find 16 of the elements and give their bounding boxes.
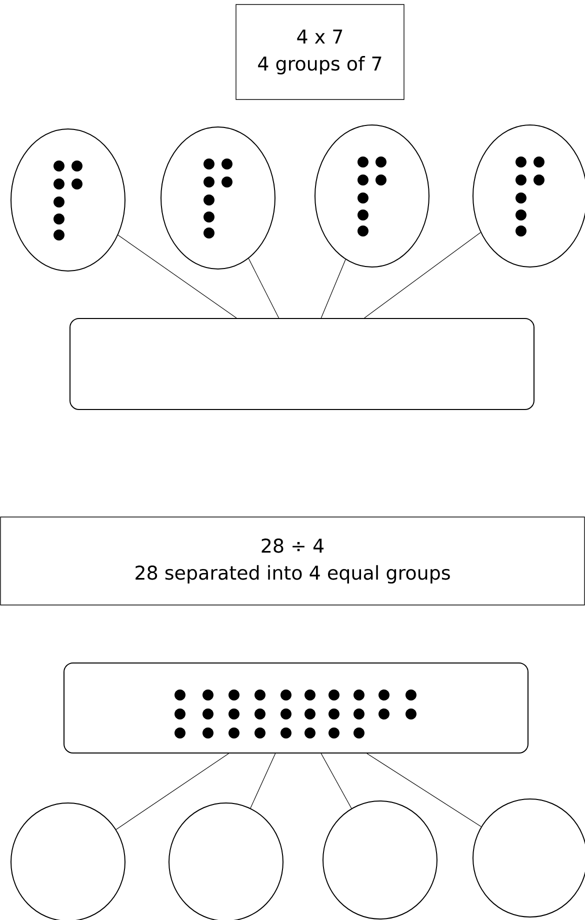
connector-line xyxy=(320,753,352,809)
connector-line xyxy=(250,753,276,808)
connector-line xyxy=(248,258,280,318)
group-circle xyxy=(322,800,438,920)
text-box: 4 x 7 4 groups of 7 xyxy=(236,4,404,100)
connector-line xyxy=(366,753,482,827)
connector-line xyxy=(118,234,237,318)
answer-box xyxy=(70,318,534,410)
group-circle xyxy=(314,124,430,268)
connector-line xyxy=(116,753,229,830)
text-box: 28 ÷ 4 28 separated into 4 equal groups xyxy=(0,516,585,606)
group-circle xyxy=(10,128,126,272)
group-circle xyxy=(160,126,276,270)
answer-box xyxy=(64,662,528,754)
connector-line xyxy=(320,259,346,318)
connector-line xyxy=(364,232,481,318)
